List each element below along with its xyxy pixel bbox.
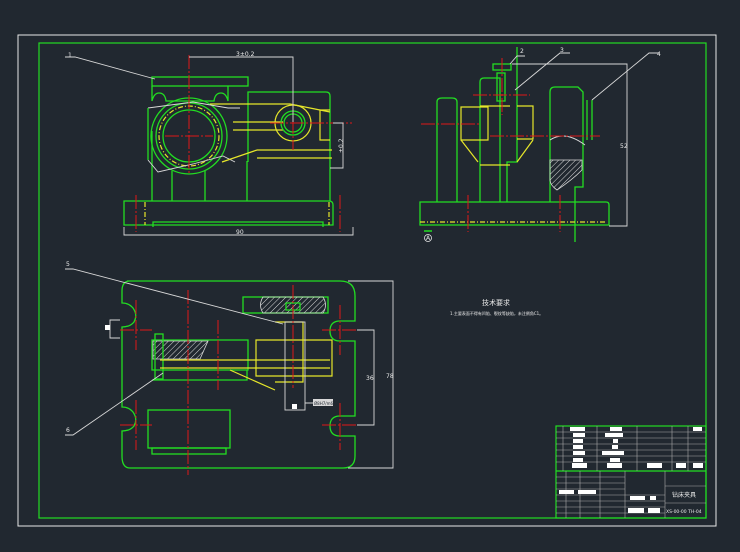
sheet-outer-border: [17, 34, 717, 527]
callout-6: 6: [66, 427, 70, 434]
drawing-number: XS-00-00 TH-04: [666, 509, 702, 515]
dimension-top-height: ±0.2: [338, 138, 345, 153]
dimension-side-height: 52: [620, 143, 628, 150]
dimension-plan-outer: 78: [386, 373, 394, 380]
callout-2: 2: [520, 48, 524, 55]
dimension-base-width: 90: [236, 229, 244, 236]
plan-view: Ø8H7/m6 5 6 1 36 78: [65, 52, 394, 475]
callout-5: 5: [66, 261, 70, 268]
sheet-inner-border: [38, 42, 707, 519]
callout-4: 4: [657, 51, 661, 58]
dimension-plan-inner: 36: [366, 375, 374, 382]
technical-requirements-title: 技术要求: [482, 298, 510, 307]
datum-symbol: A: [426, 235, 431, 242]
drawing-title: 钻床夹具: [672, 491, 696, 499]
front-view: 3±0.2 ±0.2 90: [65, 51, 354, 236]
dimension-top-width: 3±0.2: [236, 51, 255, 58]
dimension-tag-fit: Ø8H7/m6: [314, 401, 333, 406]
side-view: 2 3 4 52 A: [419, 47, 661, 242]
technical-requirements-note: 1.主要表面不得有凹陷、裂纹等缺陷，未注倒角C1。: [450, 310, 543, 316]
title-block: 钻床夹具 XS-00-00 TH-04: [555, 425, 707, 519]
callout-3: 3: [560, 47, 564, 54]
callout-1: 1: [68, 52, 72, 59]
